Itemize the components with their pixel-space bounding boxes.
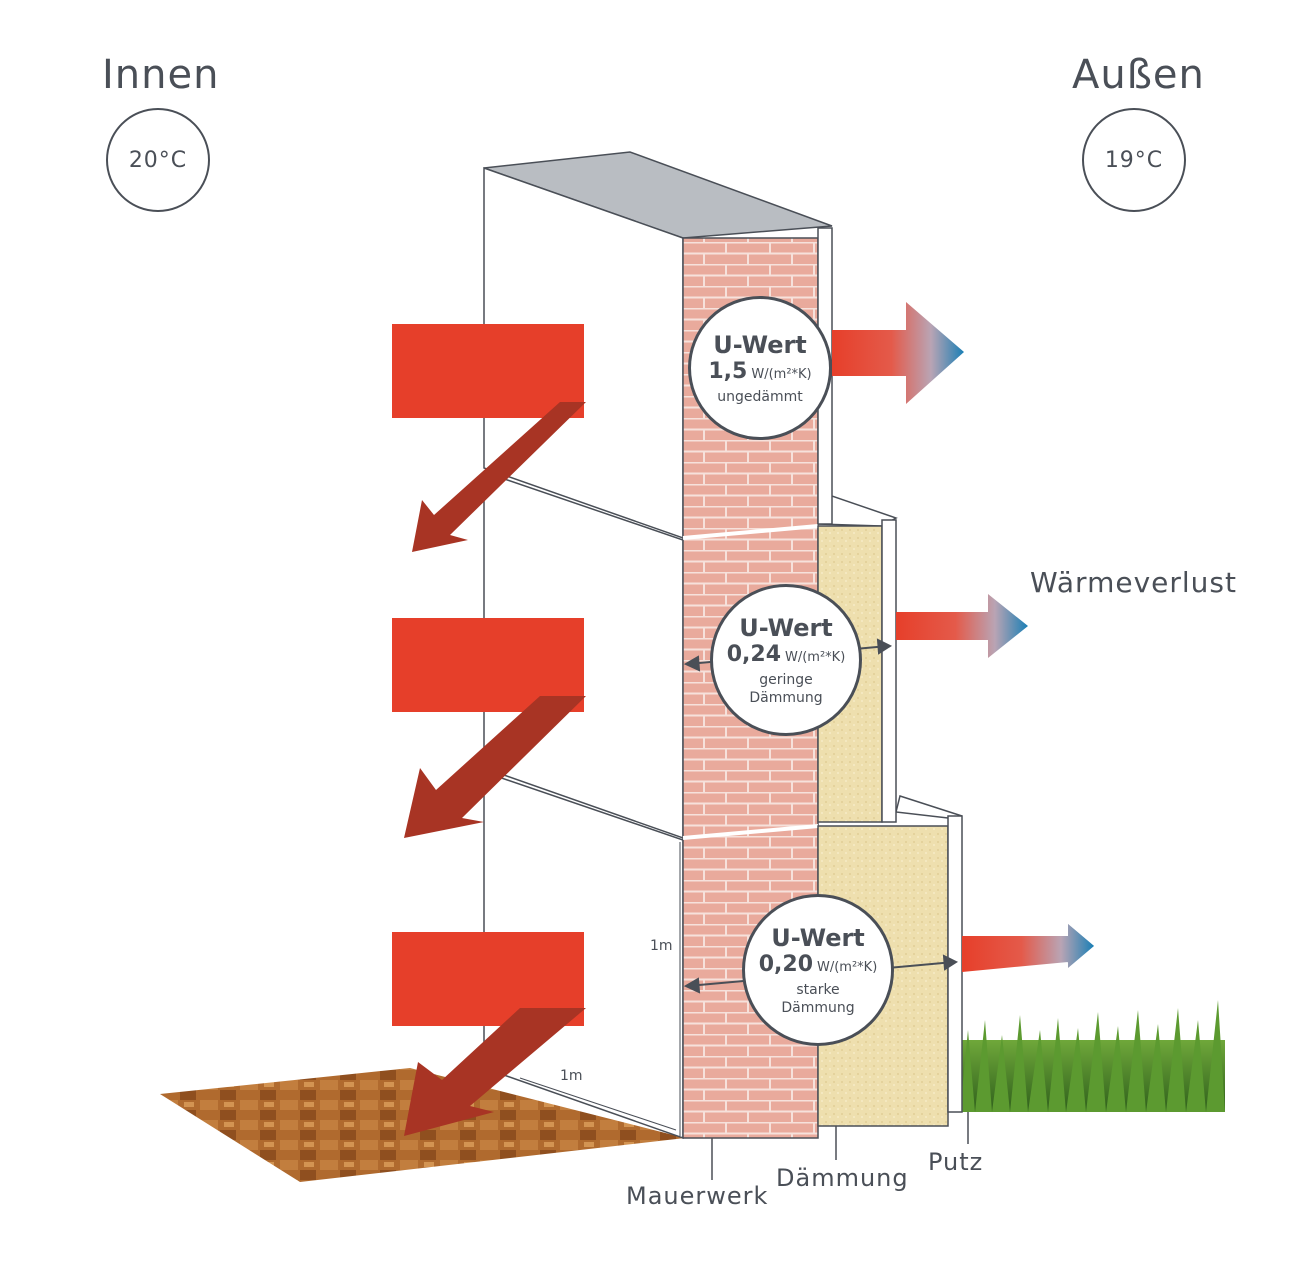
heat-arrow-inside-upper bbox=[392, 324, 586, 552]
depth-dimension-label: 1m bbox=[560, 1068, 583, 1084]
plaster-label: Putz bbox=[928, 1148, 984, 1176]
heat-arrow-inside-middle bbox=[392, 618, 586, 838]
outside-label: Außen bbox=[1072, 52, 1205, 98]
height-dimension-label: 1m bbox=[650, 938, 673, 954]
u-value-title: U-Wert bbox=[739, 613, 833, 642]
heat-arrow-inside-lower bbox=[392, 932, 586, 1136]
u-value-description-1: starke bbox=[796, 981, 840, 998]
u-value-description: ungedämmt bbox=[717, 388, 803, 405]
plaster-middle bbox=[881, 519, 897, 823]
step-top-lower bbox=[895, 795, 963, 819]
u-value-title: U-Wert bbox=[713, 330, 807, 359]
heat-loss-arrow-middle bbox=[896, 594, 1028, 658]
inside-temperature-badge: 20°C bbox=[106, 108, 210, 212]
u-value-description-2: Dämmung bbox=[749, 689, 823, 706]
outside-temperature-badge: 19°C bbox=[1082, 108, 1186, 212]
inside-temperature: 20°C bbox=[128, 147, 188, 173]
grass bbox=[960, 1000, 1225, 1112]
heat-loss-label: Wärmeverlust bbox=[1030, 566, 1237, 599]
inside-label: Innen bbox=[102, 52, 220, 98]
u-value-title: U-Wert bbox=[771, 923, 865, 952]
outside-temperature: 19°C bbox=[1104, 147, 1164, 173]
heat-loss-arrow-upper bbox=[832, 302, 964, 404]
u-value-description-2: Dämmung bbox=[781, 999, 855, 1016]
insulation-label: Dämmung bbox=[776, 1164, 909, 1192]
masonry-label: Mauerwerk bbox=[626, 1182, 769, 1210]
u-value-description-1: geringe bbox=[759, 671, 813, 688]
